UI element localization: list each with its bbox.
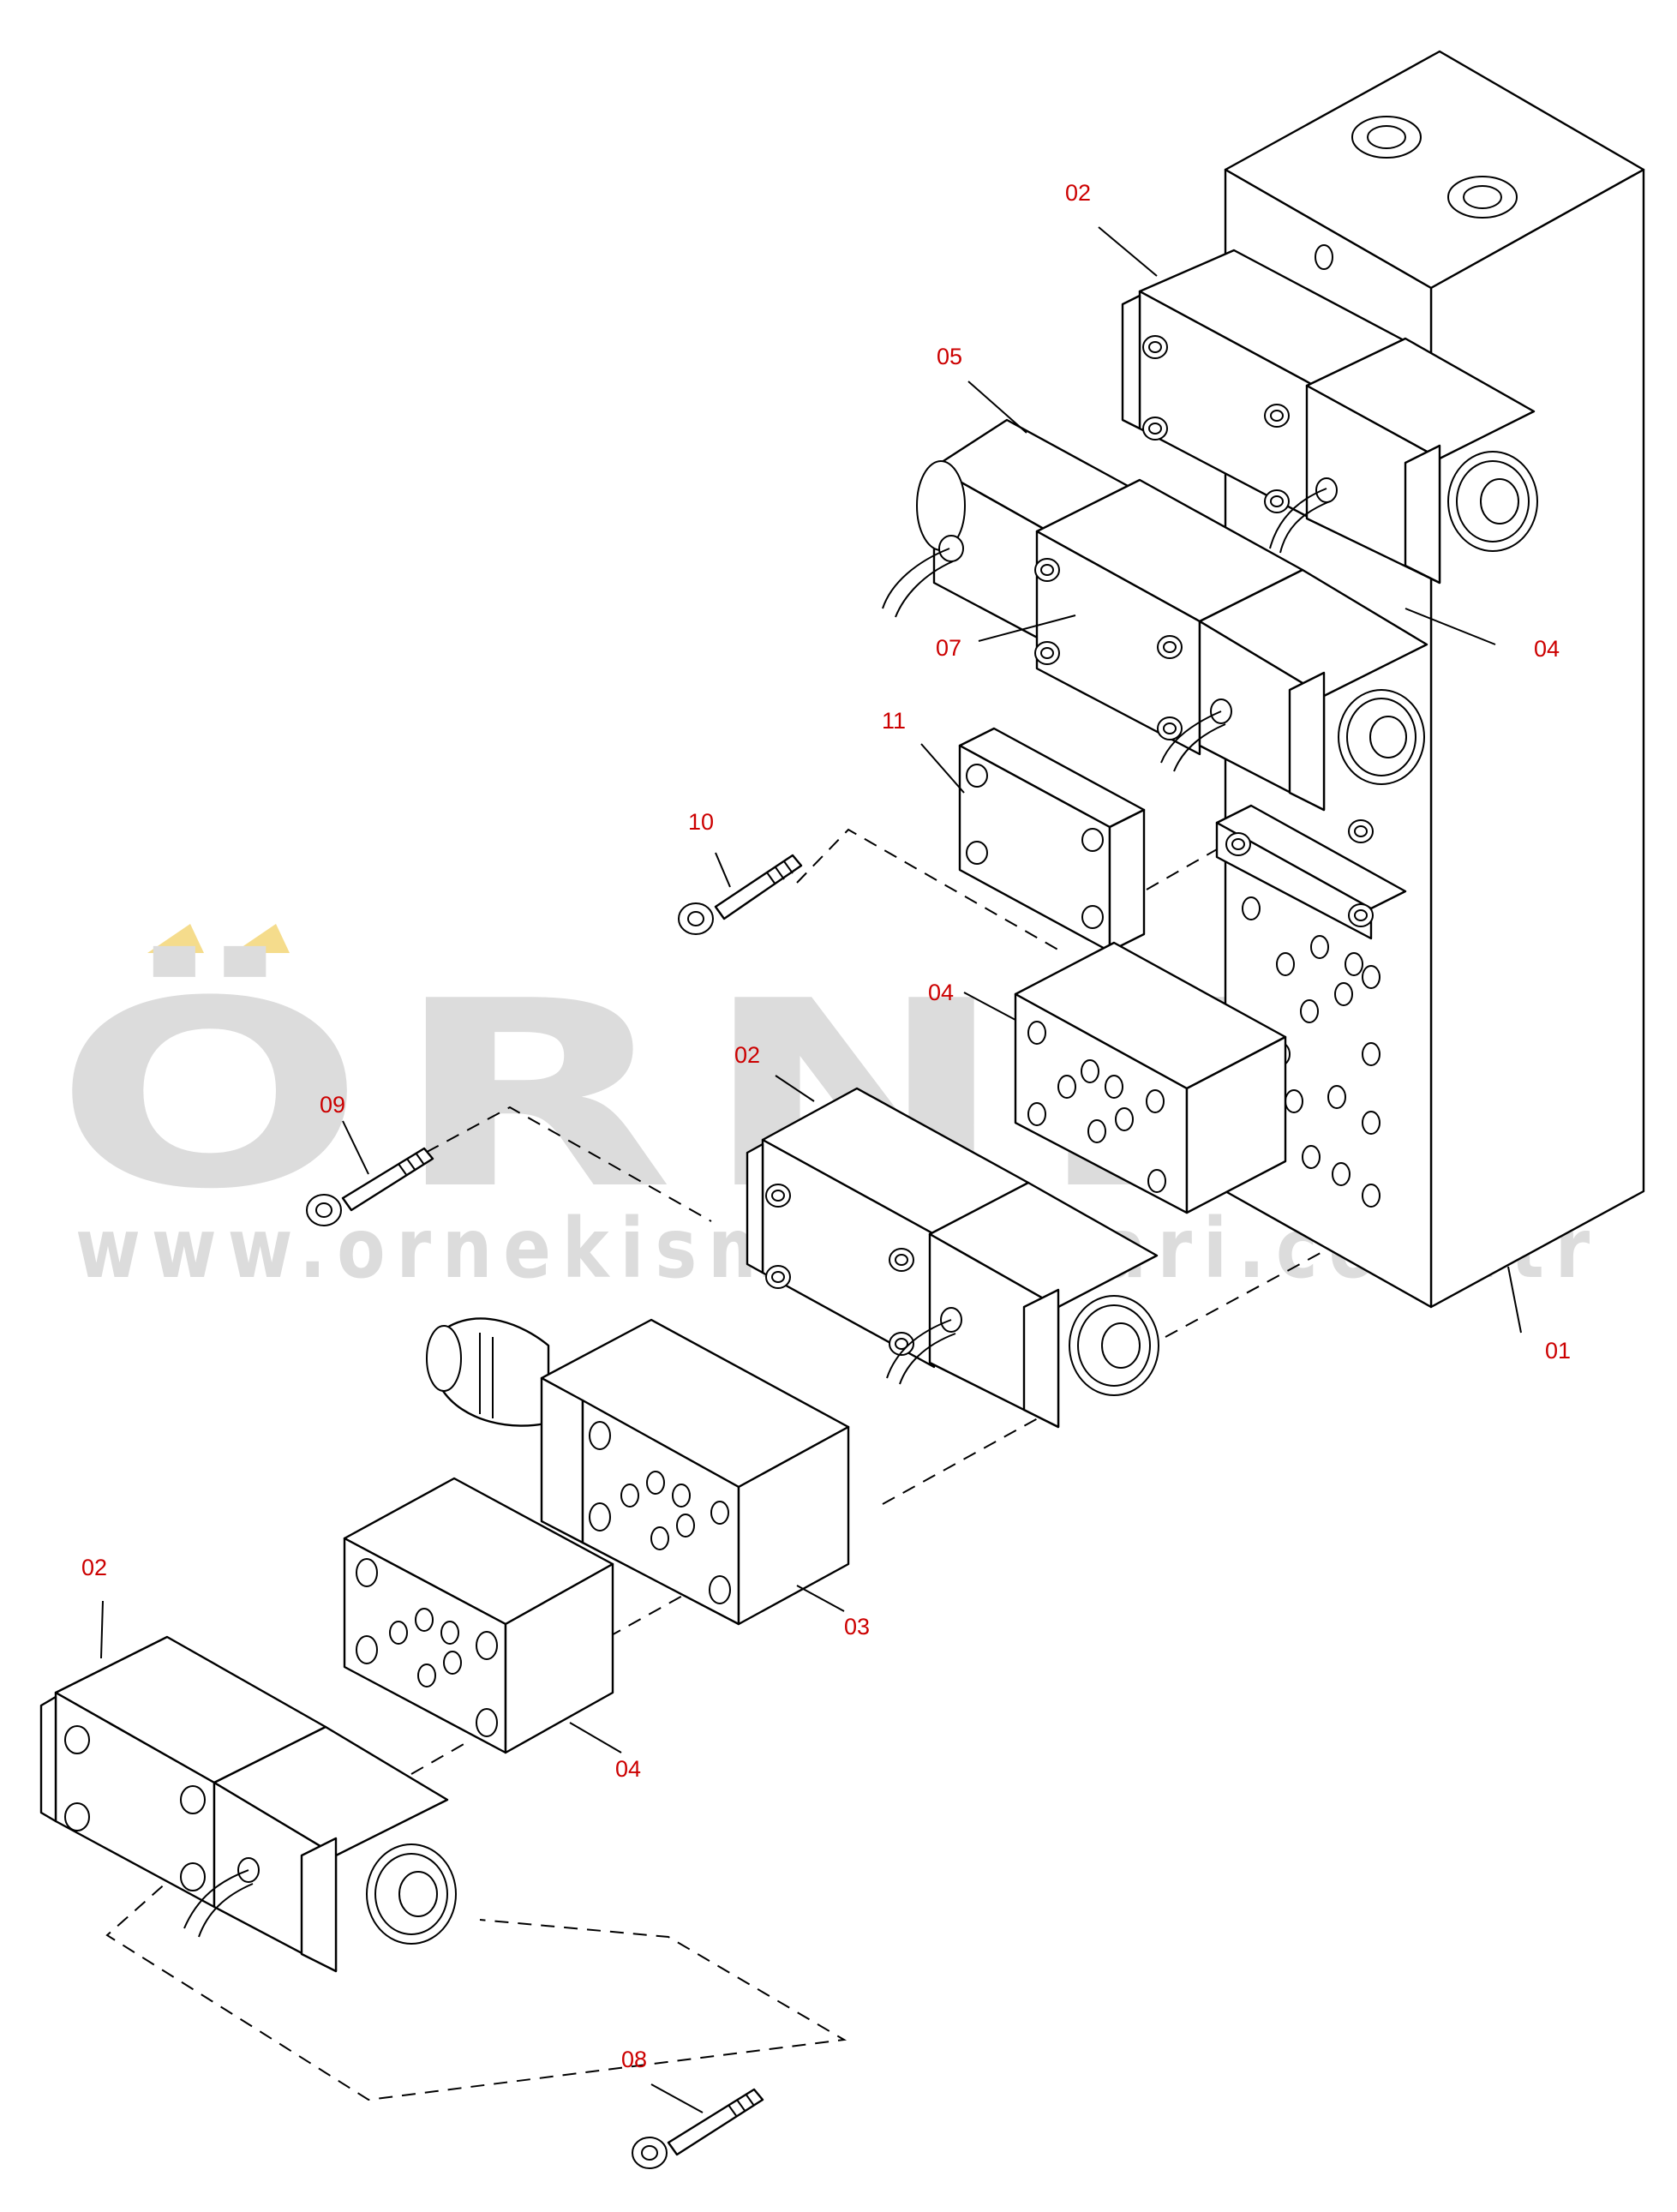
side-module — [1215, 804, 1407, 940]
watermark-umlaut-left — [147, 924, 204, 953]
solenoid-valve-middle — [746, 1087, 1159, 1429]
subplate-lower — [343, 1477, 614, 1754]
double-solenoid-valve — [882, 418, 1428, 812]
solenoid-valve-top — [1121, 249, 1538, 584]
leader-lines — [100, 226, 1522, 2113]
callout-09: 09 — [320, 1092, 345, 1118]
callout-08: 08 — [621, 2047, 647, 2072]
callout-02-top: 02 — [1065, 180, 1091, 206]
callout-04-lower: 04 — [615, 1756, 641, 1782]
callout-02-bottom: 02 — [81, 1555, 107, 1580]
cover-plate — [958, 727, 1146, 953]
callout-05: 05 — [937, 344, 962, 369]
manifold-face-ports — [1242, 244, 1381, 1208]
callout-10: 10 — [688, 809, 714, 835]
solenoid-valve-bottom — [39, 1635, 457, 1973]
callout-04-upper: 04 — [1534, 636, 1560, 662]
watermark-umlaut-right — [233, 924, 290, 953]
pressure-valve — [426, 1317, 850, 1626]
bolt-10 — [678, 854, 803, 935]
callout-11: 11 — [882, 708, 906, 734]
bolt-08 — [632, 2088, 764, 2169]
subplate-middle — [1014, 941, 1287, 1214]
callout-labels: 01 02 02 02 03 04 04 04 05 07 08 09 10 1… — [81, 180, 1571, 2072]
callout-03: 03 — [844, 1614, 870, 1640]
callout-01: 01 — [1545, 1338, 1571, 1364]
callout-07: 07 — [936, 635, 961, 661]
callout-02-middle: 02 — [734, 1042, 760, 1068]
manifold-top-ports — [1351, 116, 1518, 219]
callout-04-middle: 04 — [928, 980, 954, 1005]
bolt-09 — [306, 1147, 434, 1226]
